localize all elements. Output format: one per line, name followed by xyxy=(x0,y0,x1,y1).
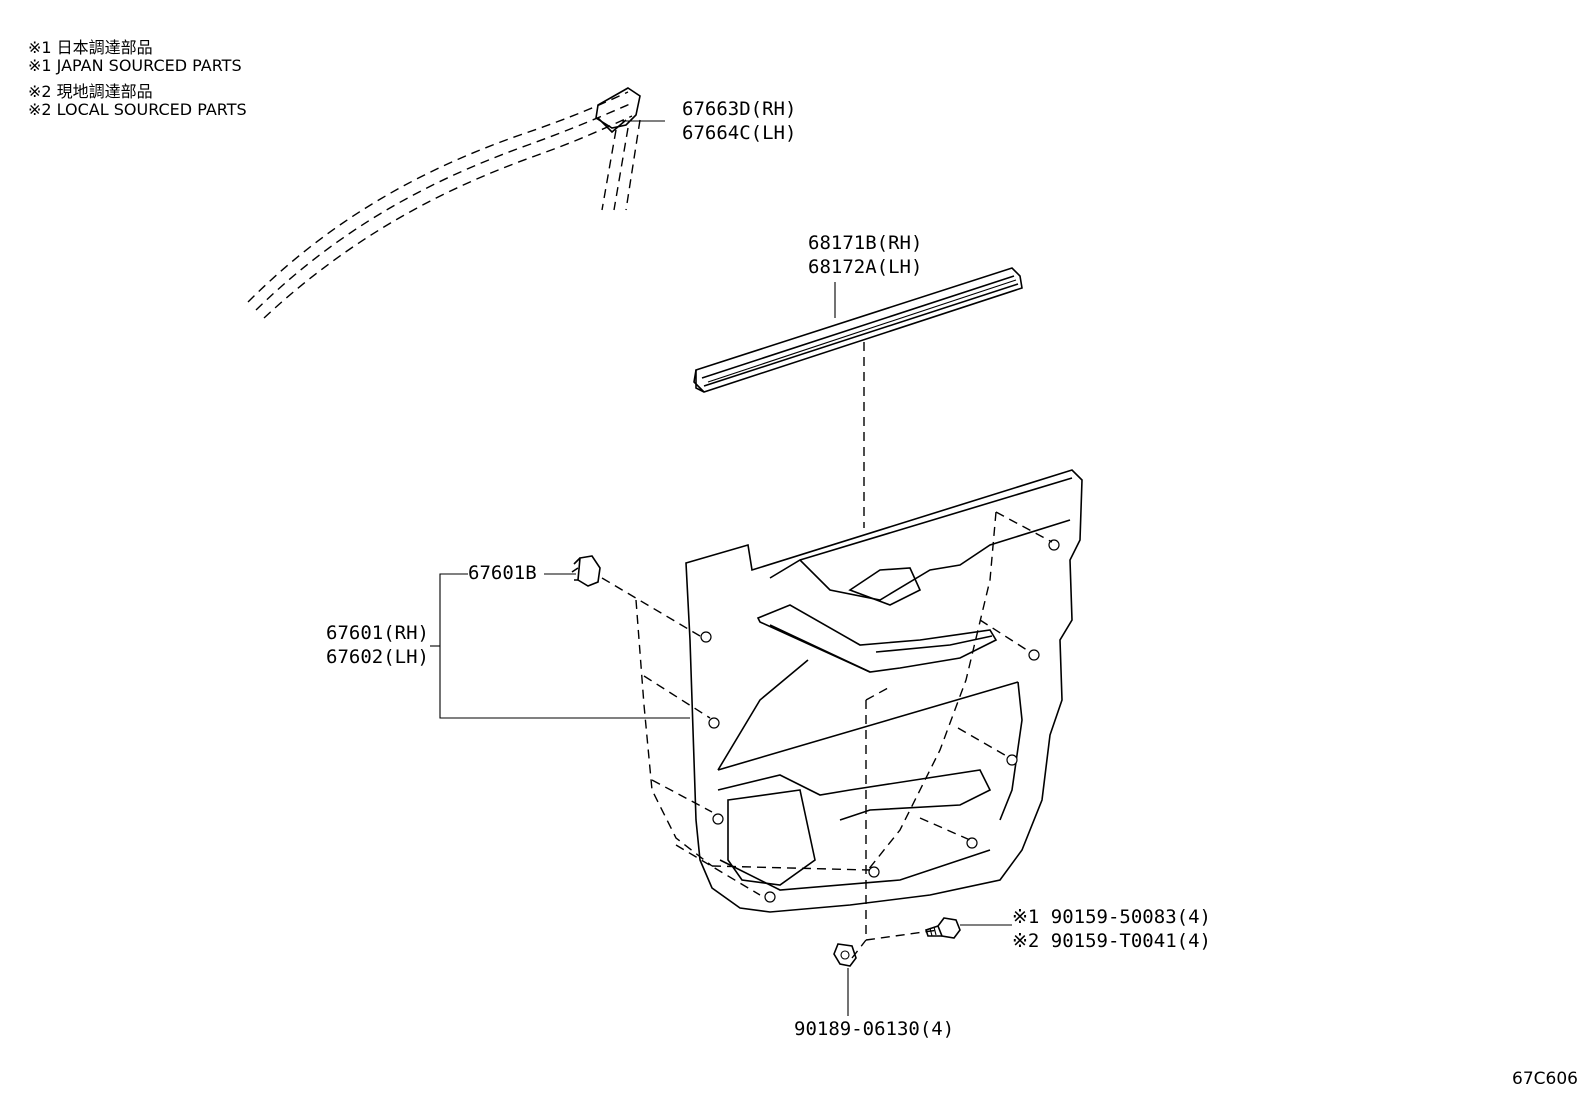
note-japan-en: ※1 JAPAN SOURCED PARTS xyxy=(28,56,242,75)
label-trim-rh: 67601(RH) xyxy=(326,622,429,644)
label-screw-japan: ※1 90159-50083(4) xyxy=(1012,906,1211,928)
note-japan-jp: ※1 日本調達部品 xyxy=(28,38,153,57)
label-moulding-rh: 67663D(RH) xyxy=(682,98,797,120)
label-weatherstrip-rh: 68171B(RH) xyxy=(808,232,923,254)
weatherstrip xyxy=(693,267,1023,393)
clip-holes xyxy=(700,539,1060,903)
trim-bracket xyxy=(439,573,690,719)
label-moulding-lh: 67664C(LH) xyxy=(682,122,797,144)
door-frame-moulding xyxy=(247,87,641,319)
label-nut: 90189-06130(4) xyxy=(794,1018,955,1040)
projection-lines xyxy=(601,511,1053,959)
clip-fastener xyxy=(571,555,601,587)
label-clip: 67601B xyxy=(468,562,537,584)
label-trim-lh: 67602(LH) xyxy=(326,646,429,668)
door-trim-board xyxy=(685,469,1083,913)
label-screw-local: ※2 90159-T0041(4) xyxy=(1012,930,1211,952)
diagram-code: 67C606 xyxy=(1512,1069,1578,1089)
screw xyxy=(924,917,961,939)
label-weatherstrip-lh: 68172A(LH) xyxy=(808,256,923,278)
note-local-en: ※2 LOCAL SOURCED PARTS xyxy=(28,100,247,119)
nut xyxy=(833,943,857,967)
note-local-jp: ※2 現地調達部品 xyxy=(28,82,153,101)
